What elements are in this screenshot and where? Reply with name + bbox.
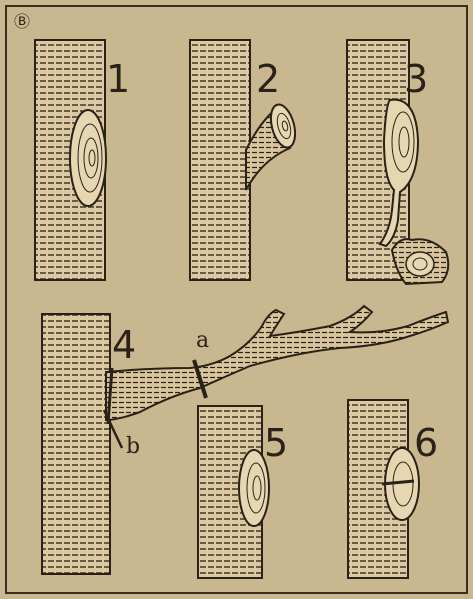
trunk-3 bbox=[347, 40, 448, 284]
label-3: 3 bbox=[404, 60, 428, 98]
label-5: 5 bbox=[264, 424, 288, 462]
fallen-branch-3 bbox=[392, 239, 448, 284]
label-1: 1 bbox=[106, 60, 130, 98]
label-4: 4 bbox=[112, 326, 136, 364]
trunk-1 bbox=[34, 40, 106, 280]
wound-ring-1 bbox=[70, 110, 106, 206]
label-2: 2 bbox=[256, 60, 280, 98]
trunk-5 bbox=[198, 406, 269, 578]
corner-mark: Ⓑ bbox=[14, 14, 30, 30]
label-a: a bbox=[196, 330, 209, 352]
label-6: 6 bbox=[414, 424, 438, 462]
trunk-2 bbox=[190, 40, 299, 280]
label-b: b bbox=[126, 436, 140, 458]
trunk-6 bbox=[348, 400, 419, 578]
